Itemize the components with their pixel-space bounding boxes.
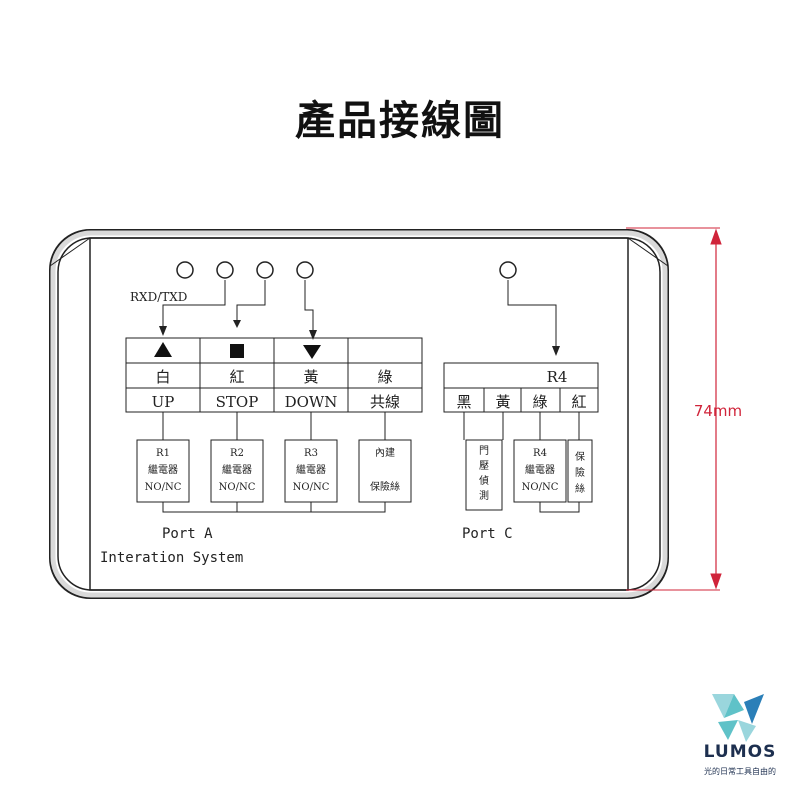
led-1 [176, 261, 194, 279]
r4-color-3: 綠 [532, 393, 547, 411]
relay-r1-line1: R1 [156, 448, 170, 459]
button-color-down: 黃 [303, 368, 318, 386]
button-color-common: 綠 [377, 368, 392, 386]
led-port-c [499, 261, 517, 279]
rxd-txd-label: RXD/TXD [130, 290, 187, 304]
port-c-label: Port C [462, 526, 513, 542]
door-detect-box [465, 439, 503, 511]
door-detect-char-1: 門 [479, 445, 489, 457]
dimension-label: 74mm [694, 402, 742, 420]
relay-r3-line3: NO/NC [293, 482, 330, 493]
brand-name: LUMOS [703, 742, 777, 762]
relay-r3-line1: R3 [304, 448, 318, 459]
button-function-common: 共線 [370, 393, 400, 411]
relay-box-r3 [284, 439, 338, 503]
relay-r3-line2: 繼電器 [296, 463, 326, 476]
page-title: 產品接線圖 [295, 98, 505, 144]
port-c-table [443, 362, 599, 413]
button-function-down: DOWN [285, 393, 338, 411]
port-a-wiring [162, 412, 386, 513]
button-color-up: 白 [155, 368, 170, 386]
fuse-box-internal [358, 439, 412, 503]
door-detect-char-3: 偵 [479, 474, 489, 487]
system-label: Interation System [100, 550, 243, 566]
relay-box-r1 [136, 439, 190, 503]
button-color-stop: 紅 [229, 368, 244, 386]
brand-tagline: 光的日常工具自由的 [704, 767, 776, 776]
relay-r4-line1: R4 [533, 448, 547, 459]
lumos-logo-icon [712, 694, 764, 742]
relay-r2-line1: R2 [230, 448, 244, 459]
r4-color-4: 紅 [571, 393, 586, 411]
fuse-box-c [567, 439, 593, 503]
button-function-up: UP [152, 393, 175, 411]
led-3 [256, 261, 274, 279]
stop-square-icon [230, 344, 244, 358]
door-detect-char-2: 壓 [479, 460, 489, 472]
fuse-c-char-1: 保 [575, 450, 585, 463]
relay-r2-line3: NO/NC [219, 482, 256, 493]
r4-color-1: 黑 [456, 393, 471, 411]
port-c-wiring [463, 412, 580, 513]
relay-r1-line2: 繼電器 [148, 463, 178, 476]
r4-header: R4 [547, 368, 568, 386]
down-arrow-icon [303, 345, 321, 359]
device-outline [49, 229, 669, 599]
relay-box-r2 [210, 439, 264, 503]
led-4 [296, 261, 314, 279]
door-detect-char-4: 測 [479, 489, 489, 502]
relay-r4-line3: NO/NC [522, 482, 559, 493]
fuse-c-char-3: 絲 [575, 482, 585, 495]
led-2 [216, 261, 234, 279]
port-a-label: Port A [162, 526, 213, 542]
relay-r1-line3: NO/NC [145, 482, 182, 493]
relay-box-r4 [513, 439, 567, 503]
fuse-line3: 保險絲 [370, 480, 400, 493]
fuse-line1: 內建 [375, 446, 395, 459]
port-a-table [125, 337, 423, 413]
fuse-c-char-2: 險 [575, 466, 585, 479]
button-function-stop: STOP [216, 393, 259, 411]
relay-r4-line2: 繼電器 [525, 463, 555, 476]
relay-r2-line2: 繼電器 [222, 463, 252, 476]
led-leads [162, 280, 557, 346]
up-arrow-icon [154, 342, 172, 357]
dimension-line [626, 227, 722, 591]
r4-color-2: 黃 [495, 393, 510, 411]
